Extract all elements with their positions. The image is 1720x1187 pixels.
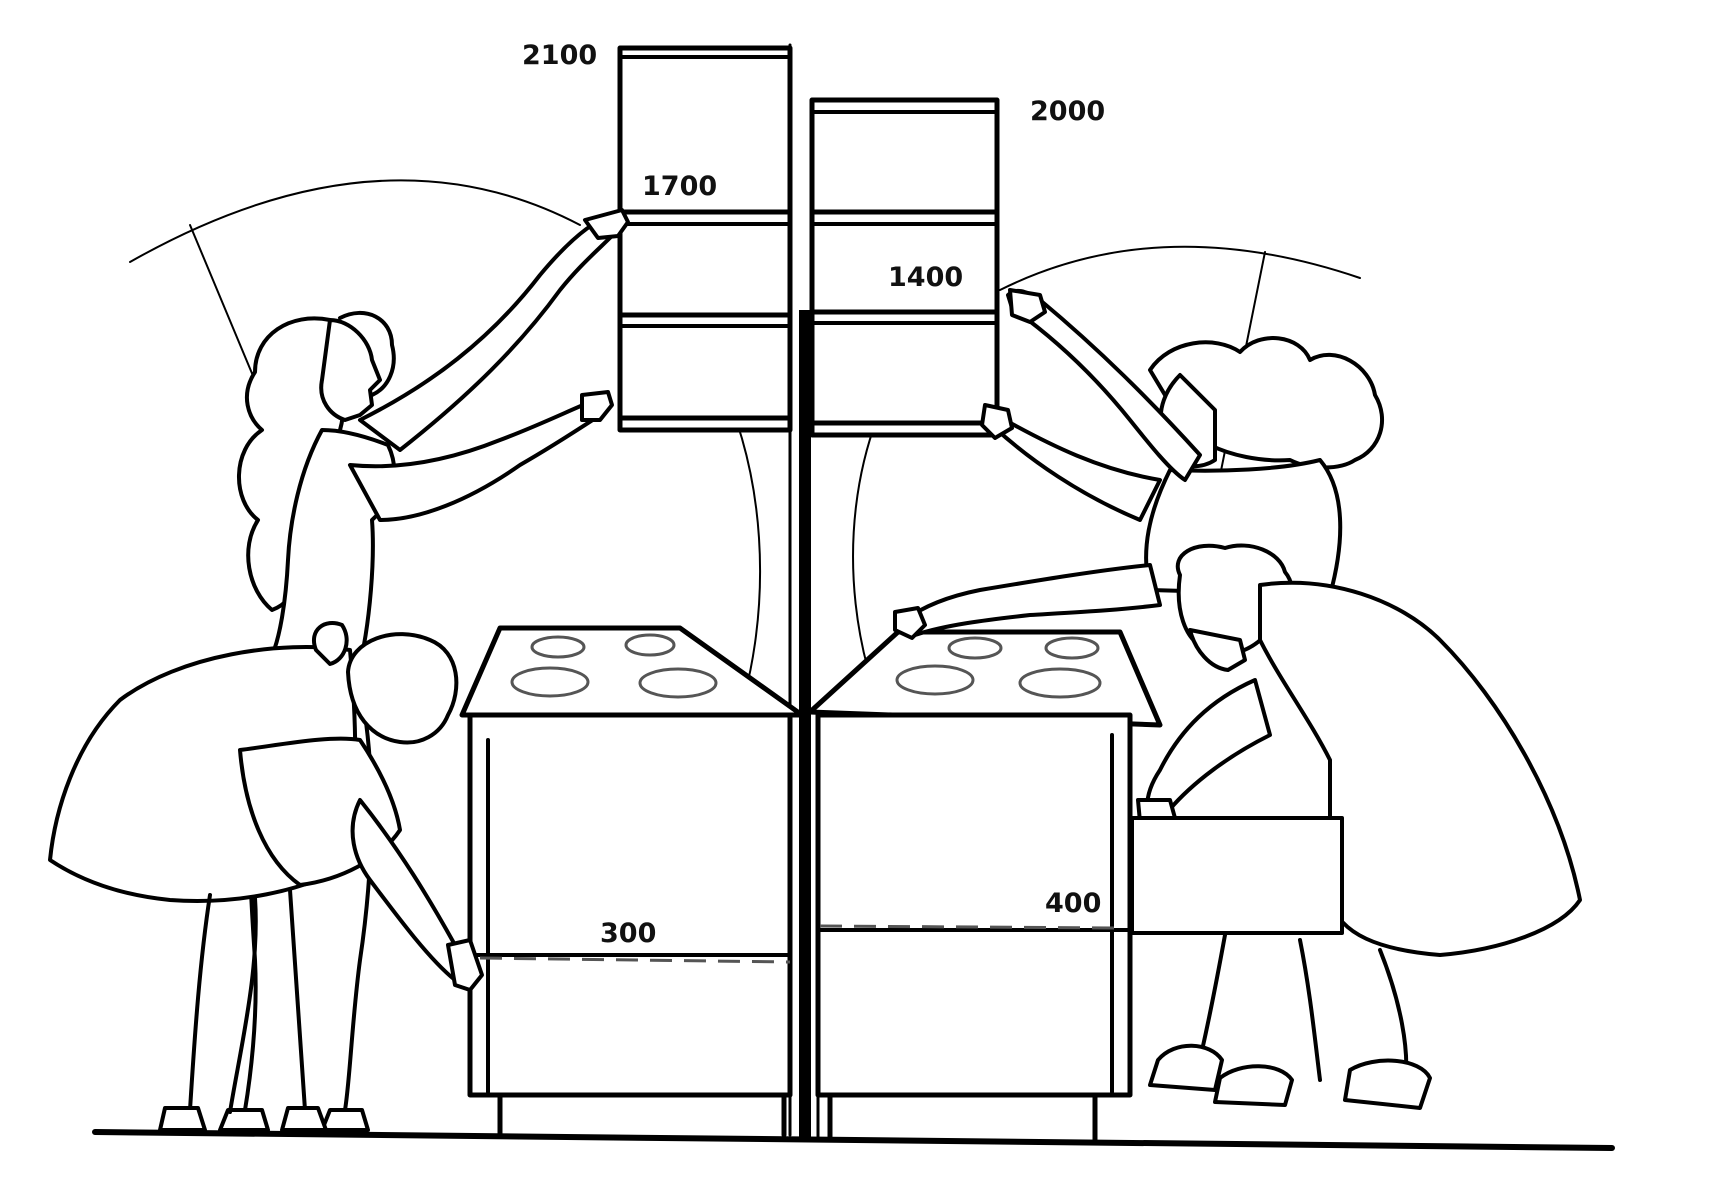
label-400: 400 xyxy=(1045,888,1101,919)
burner-left-front-2 xyxy=(638,667,718,699)
dimension-labels: 2100 2000 1700 1400 300 400 xyxy=(522,40,1105,949)
stove-right-drawer xyxy=(816,928,1132,1097)
seated-woman-right xyxy=(1130,543,1582,1110)
central-divider xyxy=(799,310,811,1140)
standing-woman-left xyxy=(218,208,630,1132)
stove-left-body xyxy=(467,712,793,1098)
seated-woman-right-pulled-drawer xyxy=(1130,816,1344,935)
bending-girl-left-feet xyxy=(158,1106,328,1132)
label-2100: 2100 xyxy=(522,40,597,71)
label-1700: 1700 xyxy=(642,171,717,202)
stove-right-cooktop xyxy=(807,629,1163,728)
standing-woman-right-arm-lower xyxy=(993,418,1162,522)
label-2000: 2000 xyxy=(1030,96,1105,127)
stove-left xyxy=(459,625,805,1138)
label-1400: 1400 xyxy=(888,262,963,293)
standing-woman-left-hand-top xyxy=(583,208,630,240)
bending-girl-left-legs xyxy=(188,888,307,1114)
wall-cabinet-left-frame xyxy=(617,45,793,433)
seated-woman-right-arm xyxy=(1145,678,1272,817)
seated-woman-right-face xyxy=(1188,628,1247,672)
level-line-400 xyxy=(819,924,1119,930)
bending-girl-left-head xyxy=(346,632,459,745)
standing-woman-right-hand-top xyxy=(1008,288,1047,324)
bending-girl-left-hand xyxy=(446,938,484,992)
standing-woman-right-reach-arm xyxy=(903,563,1162,637)
burner-right-back-2 xyxy=(1044,636,1100,660)
reach-arc-left-top xyxy=(129,179,581,263)
floor-line xyxy=(92,1129,1615,1151)
wall-cabinet-right xyxy=(809,97,1000,438)
seated-woman-right-feet xyxy=(1148,1043,1432,1110)
bending-girl-left-arm xyxy=(350,798,472,982)
burner-left-back-1 xyxy=(530,635,586,659)
label-300: 300 xyxy=(600,918,656,949)
standing-woman-right-reach-hand xyxy=(893,606,927,640)
standing-woman-left-hair-echo xyxy=(338,310,396,397)
standing-woman-left-hand-lower xyxy=(580,390,614,422)
burner-left-front-1 xyxy=(510,666,590,698)
burner-right-back-1 xyxy=(947,636,1003,660)
level-line-300 xyxy=(479,956,791,964)
stove-left-drawer xyxy=(468,953,792,1097)
stove-left-cooktop xyxy=(459,625,805,718)
standing-woman-right-hand-lower xyxy=(980,403,1014,440)
standing-woman-right xyxy=(893,288,1385,640)
stove-right-body xyxy=(815,712,1133,1098)
wall-cabinet-left xyxy=(617,45,793,433)
wall-cabinet-right-frame xyxy=(809,97,1000,438)
standing-woman-left-face xyxy=(319,318,382,422)
burner-right-front-1 xyxy=(895,664,975,696)
bending-girl-left-hair-bun xyxy=(312,621,349,666)
bending-girl-left xyxy=(48,621,484,1132)
reach-arc-right-top xyxy=(999,245,1361,291)
stove-right xyxy=(807,629,1163,1143)
burner-right-front-2 xyxy=(1018,667,1102,699)
burner-left-back-2 xyxy=(624,633,676,657)
